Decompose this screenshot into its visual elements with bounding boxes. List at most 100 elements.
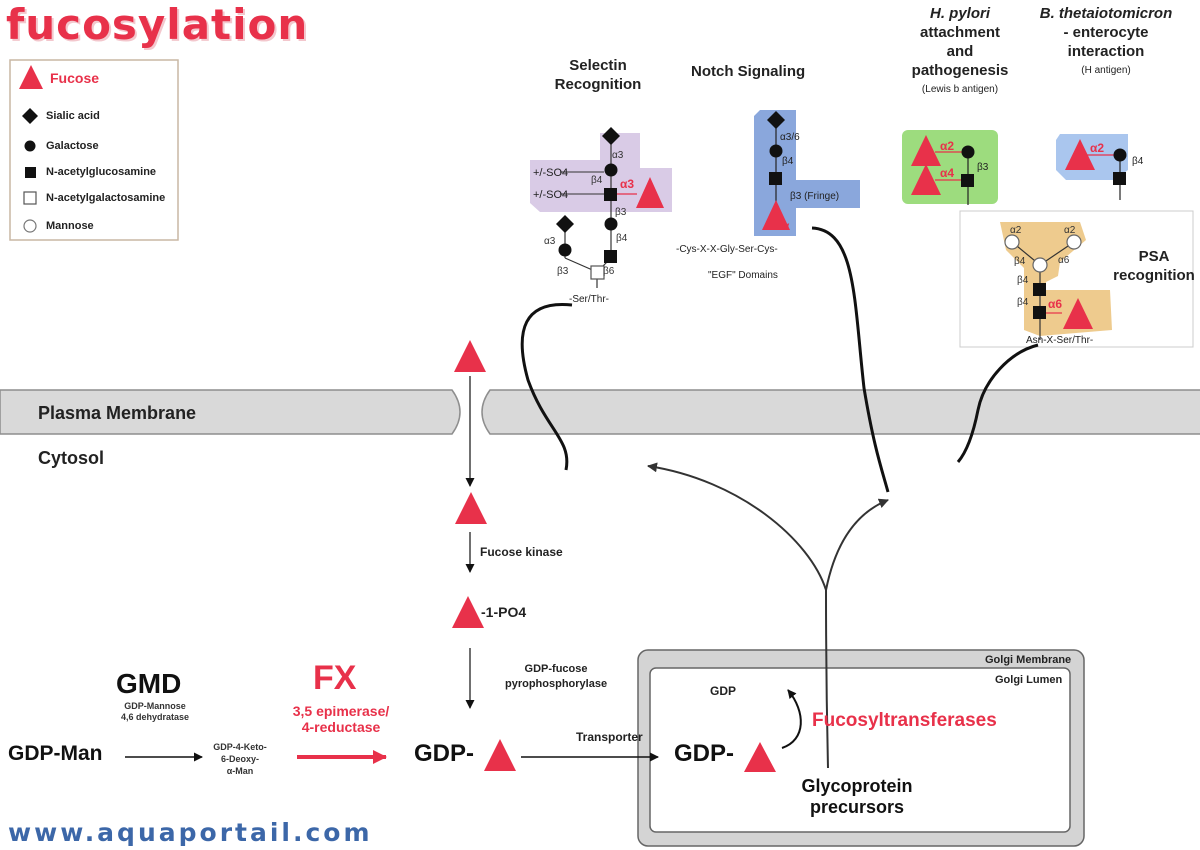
svg-text:α: α: [782, 219, 790, 233]
svg-text:α3/6: α3/6: [780, 132, 800, 143]
selectin-anchor: [520, 302, 573, 471]
gdp-keto-label: GDP-4-Keto-6-Deoxy-α-Man: [213, 742, 267, 776]
galnac-icon: [590, 265, 605, 280]
legend-box: [9, 59, 179, 241]
export-stem: [825, 589, 829, 769]
plasma-membrane-label: Plasma Membrane: [38, 403, 197, 423]
export-arrows: [647, 462, 889, 769]
svg-text:β4: β4: [1017, 297, 1029, 308]
svg-text:-Cys-X-X-Gly-Ser-Cys-: -Cys-X-X-Gly-Ser-Cys-: [676, 244, 778, 255]
fucose-icon: [911, 164, 941, 195]
golgi-lumen: [649, 667, 1071, 833]
svg-text:α3: α3: [612, 150, 624, 161]
svg-text:-Ser/Thr-: -Ser/Thr-: [569, 294, 609, 305]
mannose-icon: [1004, 234, 1020, 250]
fx-sub: 3,5 epimerase/4-reductase: [292, 703, 390, 735]
lewis-b-antigen: α2 α4 β3: [902, 130, 998, 205]
psa-glycan: α2 α2 β4 α6 β4 β4 α6 Asn-X-Ser/Thr-: [959, 210, 1194, 348]
fucose-icon: [484, 739, 516, 771]
fucose-icon: [455, 492, 487, 524]
gdp-fucose-golgi-label: GDP-: [674, 740, 734, 767]
svg-text:α6: α6: [1058, 255, 1070, 266]
notch-anchor: [811, 226, 890, 493]
svg-text:Asn-X-Ser/Thr-: Asn-X-Ser/Thr-: [1026, 335, 1093, 346]
glcnac-icon: [769, 172, 782, 185]
svg-text:β4: β4: [616, 233, 628, 244]
one-po4-label: -1-PO4: [481, 604, 527, 620]
sialic-acid-icon: [602, 127, 620, 145]
svg-text:α2: α2: [1010, 225, 1022, 236]
svg-text:α3: α3: [620, 177, 634, 191]
svg-text:β4: β4: [591, 175, 603, 186]
transporter-label: Transporter: [576, 730, 643, 744]
gdp-label: GDP: [710, 684, 737, 698]
fucose-import: [452, 340, 487, 709]
legend: [9, 59, 179, 241]
fucose-icon: [454, 340, 486, 372]
cytosol-label: Cytosol: [38, 448, 105, 468]
legend-fucose: Fucose: [50, 70, 100, 86]
notch-heading: Notch Signaling: [691, 63, 806, 80]
fucose-icon: [911, 135, 941, 166]
galactose-legend-icon: [24, 140, 36, 152]
svg-text:α2: α2: [1090, 141, 1104, 155]
svg-text:+/-SO4: +/-SO4: [533, 189, 568, 201]
hpylori-heading: H. pylori attachment and pathogenesis (L…: [911, 5, 1009, 95]
glcnac-icon: [1033, 283, 1046, 296]
svg-text:β6: β6: [603, 266, 615, 277]
mannose-icon: [1032, 257, 1048, 273]
psa-anchor: [956, 343, 1039, 463]
gdp-fucose-cytosol-label: GDP-: [414, 740, 474, 767]
svg-text:β4: β4: [782, 156, 794, 167]
svg-text:β3: β3: [977, 162, 989, 173]
page-title: fucosylation: [6, 0, 309, 49]
export-arrow-left: [647, 462, 827, 591]
legend-sialic-acid: Sialic acid: [46, 110, 100, 122]
sialic-acid-icon: [767, 111, 785, 129]
galactose-icon: [604, 217, 618, 231]
fx-label: FX: [313, 659, 357, 697]
golgi: [637, 649, 1085, 847]
galnac-legend-icon: [23, 191, 37, 205]
svg-text:"EGF" Domains: "EGF" Domains: [708, 270, 778, 281]
notch-highlight: [754, 110, 860, 236]
membrane-right: [481, 389, 1200, 435]
svg-text:β3: β3: [557, 266, 569, 277]
gmd-label: GMD: [116, 668, 182, 699]
gdp-man-label: GDP-Man: [8, 742, 103, 765]
fucose-icon: [1065, 139, 1095, 170]
plasma-membrane: [0, 389, 1200, 435]
svg-text:β4: β4: [1014, 256, 1026, 267]
galactose-icon: [769, 144, 783, 158]
glcnac-icon: [1033, 306, 1046, 319]
fucose-icon: [1063, 298, 1093, 329]
mannose-legend-icon: [23, 219, 37, 233]
legend-glcnac: N-acetylglucosamine: [46, 166, 157, 178]
svg-text:+/-SO4: +/-SO4: [533, 167, 568, 179]
fucose-icon: [762, 200, 790, 230]
membrane-left: [0, 389, 461, 435]
galactose-icon: [961, 145, 975, 159]
galactose-icon: [1113, 148, 1127, 162]
svg-text:α2: α2: [1064, 225, 1076, 236]
sialic-acid-icon: [556, 215, 574, 233]
legend-galnac: N-acetylgalactosamine: [46, 192, 166, 204]
glcnac-icon: [961, 174, 974, 187]
fucose-legend-icon: [19, 65, 43, 89]
fucose-icon: [636, 177, 664, 208]
anchor-curves: [520, 226, 1039, 493]
h-antigen: α2 β4: [1056, 134, 1144, 200]
galactose-icon: [604, 163, 618, 177]
fucose-kinase-label: Fucose kinase: [480, 545, 563, 559]
selectin-glycan: α3 β4 +/-SO4 +/-SO4 α3 β3 α3 β4 β3 β6 -S…: [530, 127, 672, 305]
svg-text:α6: α6: [1048, 297, 1062, 311]
svg-text:β4: β4: [1017, 275, 1029, 286]
fucose-icon: [452, 596, 484, 628]
btheta-heading: B. thetaiotomicron - enterocyte interact…: [1039, 5, 1173, 76]
svg-text:β3 (Fringe): β3 (Fringe): [790, 191, 839, 202]
legend-galactose: Galactose: [46, 140, 99, 152]
glcnac-icon: [1113, 172, 1126, 185]
